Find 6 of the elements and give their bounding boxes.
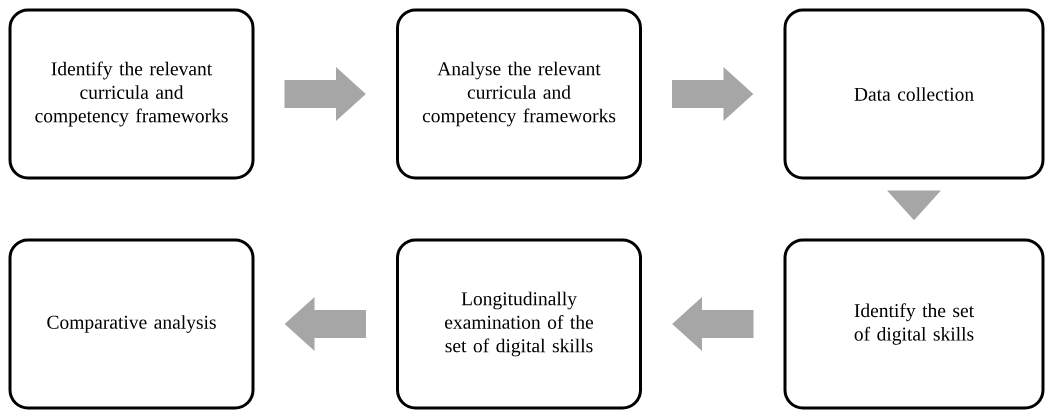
process-box: Identify the set of digital skills — [783, 238, 1045, 410]
process-box: Analyse the relevant curricula and competency frameworks — [396, 8, 642, 180]
process-box: Data collection — [783, 8, 1045, 180]
process-box: Comparative analysis — [8, 238, 255, 410]
process-box: Longitudinally examination of the set of digital skills — [396, 238, 642, 410]
process-box: Identify the relevant curricula and competency frameworks — [8, 8, 255, 180]
